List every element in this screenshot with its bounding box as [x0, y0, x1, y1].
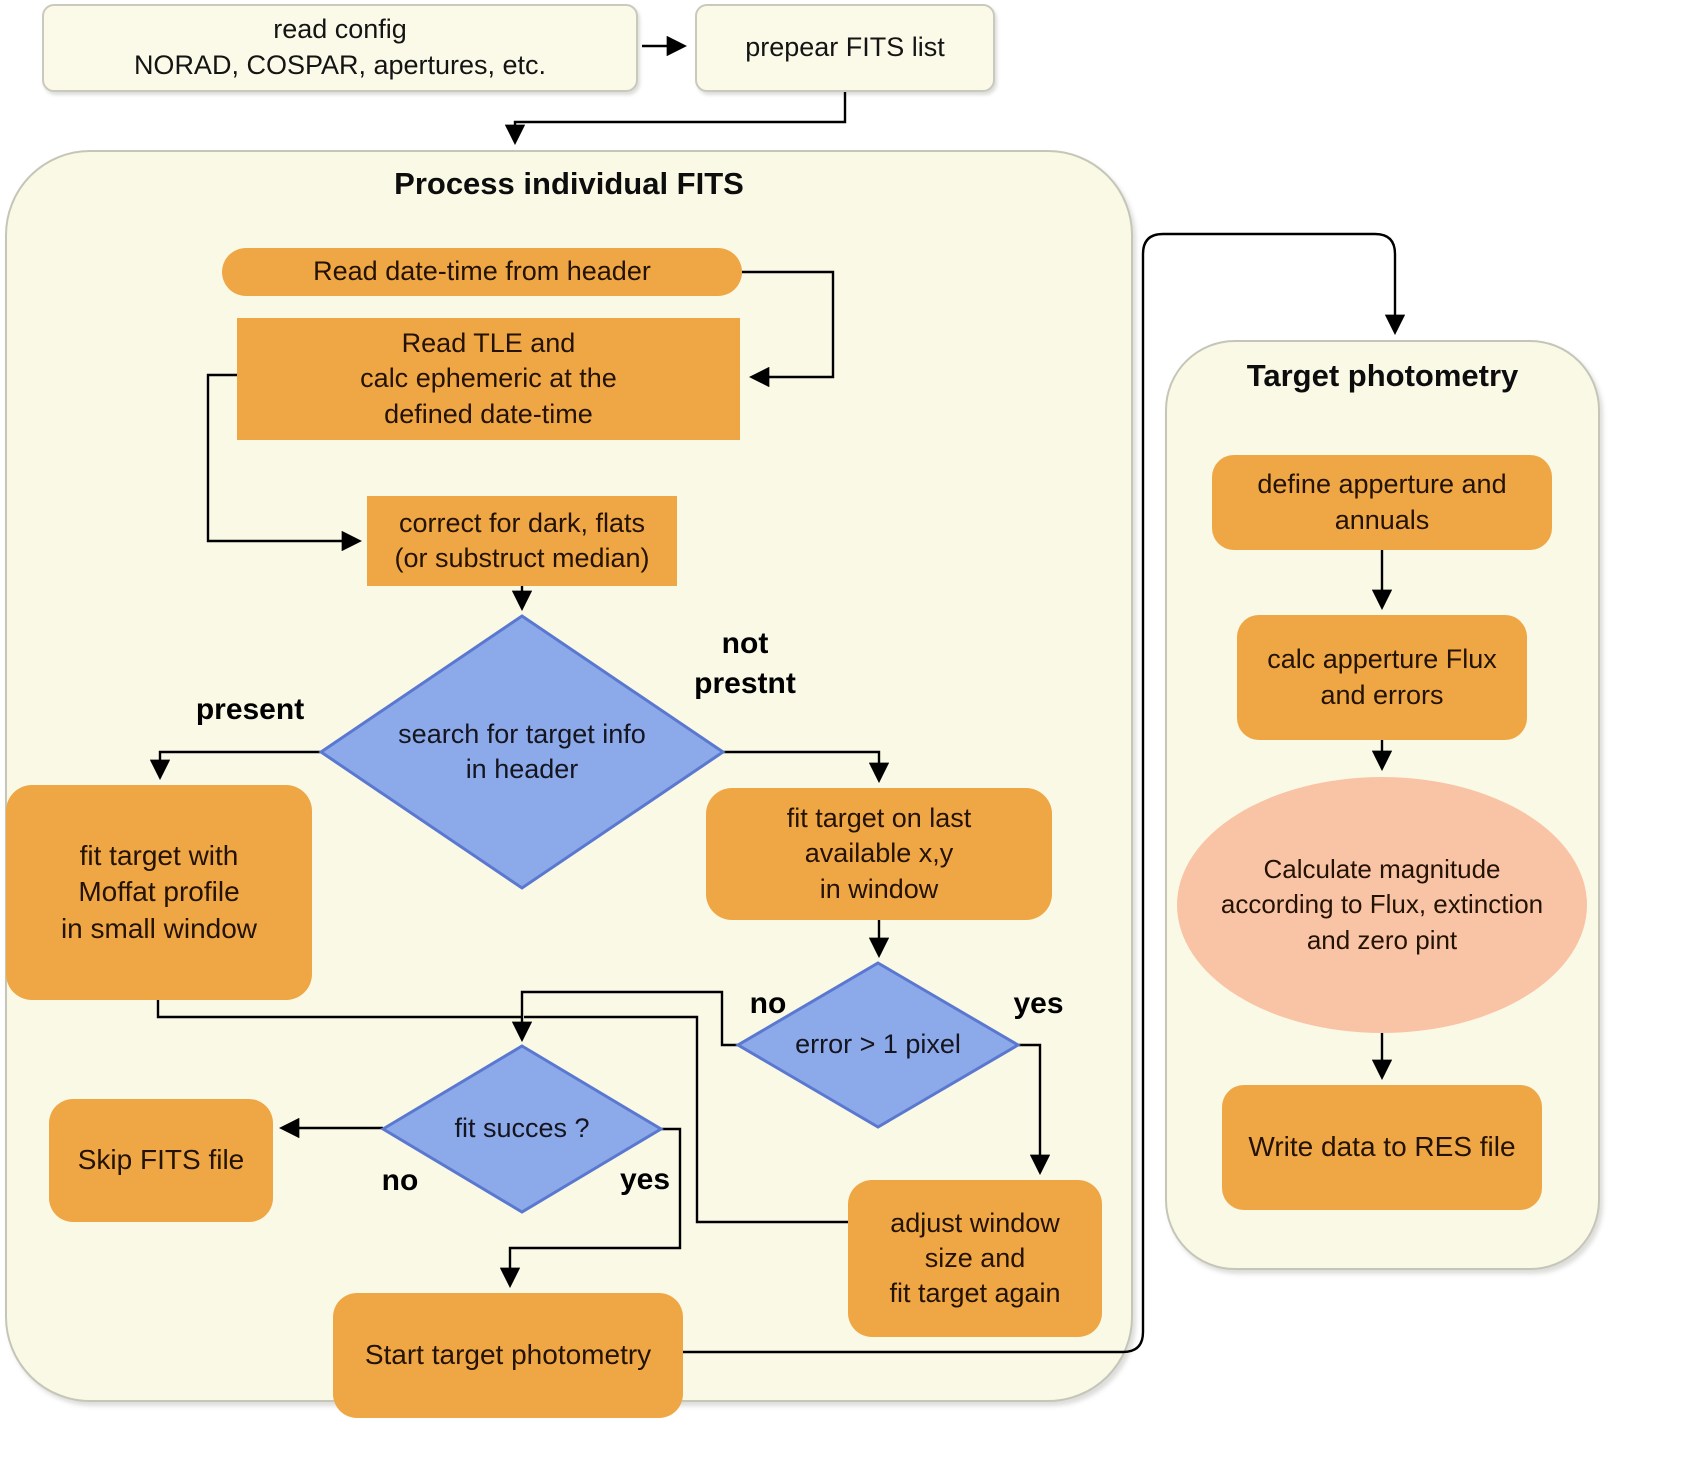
edge-fitsuccess-yes-to-start	[499, 1129, 680, 1289]
edge-preparefits-to-process-container	[504, 92, 845, 146]
skip-fits-label: Skip FITS file	[77, 1144, 245, 1176]
node-fit-last-xy: fit target on last available x,y in wind…	[706, 788, 1052, 920]
node-skip-fits: Skip FITS file	[49, 1099, 273, 1222]
define-aperture-label: define apperture and annuals	[1257, 469, 1507, 535]
search-target-decision-shape	[321, 616, 723, 888]
edge-moffat-to-fitsuccess-junction	[158, 1000, 521, 1017]
process-title-text: Process individual FITS	[394, 166, 744, 201]
edge-label-error-yes: yes	[986, 986, 1091, 1022]
photometry-title-text: Target photometry	[1246, 358, 1519, 393]
fit-success-decision-text: fit succes ?	[402, 1109, 642, 1149]
write-res-label: Write data to RES file	[1248, 1131, 1516, 1163]
node-read-config: read config NORAD, COSPAR, apertures, et…	[42, 4, 638, 92]
calc-flux-label: calc apperture Flux and errors	[1267, 644, 1497, 710]
node-fit-moffat: fit target with Moffat profile in small …	[6, 785, 312, 1000]
edge-search-present-to-moffat	[149, 752, 321, 781]
read-tle-label: Read TLE and calc ephemeric at the defin…	[360, 328, 617, 429]
edge-adjust-to-fitsuccess-junction	[524, 1017, 848, 1222]
calc-magnitude-label: Calculate magnitude according to Flux, e…	[1220, 854, 1544, 955]
edge-label-error-no: no	[718, 986, 818, 1022]
prepare-fits-label: prepear FITS list	[745, 32, 945, 63]
adjust-window-label: adjust window size and fit target again	[889, 1207, 1061, 1309]
error-pixel-label: error > 1 pixel	[795, 1029, 961, 1060]
node-prepare-fits-list: prepear FITS list	[695, 4, 995, 92]
node-write-res: Write data to RES file	[1222, 1085, 1542, 1210]
correct-dark-label: correct for dark, flats (or substruct me…	[394, 507, 650, 573]
edge-label-fit-yes: yes	[595, 1161, 695, 1199]
edge-error-yes-to-adjust	[1018, 1045, 1051, 1176]
edge-tle-to-correct	[208, 375, 363, 552]
fit-last-xy-label: fit target on last available x,y in wind…	[786, 803, 972, 904]
not-present-label-text: not prestnt	[694, 626, 796, 701]
start-photometry-label: Start target photometry	[364, 1339, 652, 1371]
photometry-container-title: Target photometry	[1165, 358, 1600, 394]
present-label-text: present	[195, 692, 305, 726]
fit-no-text: no	[381, 1163, 419, 1197]
node-start-photometry: Start target photometry	[333, 1293, 683, 1418]
edge-start-to-target-photometry	[683, 234, 1406, 1352]
edge-datetime-to-tle	[742, 272, 833, 388]
node-calc-flux: calc apperture Flux and errors	[1237, 615, 1527, 740]
node-read-datetime: Read date-time from header	[222, 248, 742, 296]
fit-success-decision-shape	[383, 1046, 661, 1212]
node-correct-dark: correct for dark, flats (or substruct me…	[367, 496, 677, 586]
error-yes-text: yes	[1013, 986, 1064, 1020]
process-container-title: Process individual FITS	[5, 166, 1133, 202]
read-datetime-label: Read date-time from header	[313, 256, 651, 287]
node-read-tle: Read TLE and calc ephemeric at the defin…	[237, 318, 740, 440]
error-pixel-decision-shape	[738, 963, 1018, 1127]
edge-label-not-present: not prestnt	[655, 622, 835, 706]
edge-label-fit-no: no	[350, 1162, 450, 1200]
error-no-text: no	[749, 986, 787, 1020]
fit-moffat-label: fit target with Moffat profile in small …	[60, 839, 258, 944]
read-config-label: read config NORAD, COSPAR, apertures, et…	[133, 14, 547, 80]
fit-yes-text: yes	[619, 1162, 671, 1196]
edge-label-present: present	[150, 690, 350, 730]
node-define-aperture: define apperture and annuals	[1212, 455, 1552, 550]
fit-success-label: fit succes ?	[454, 1113, 590, 1144]
search-target-decision-text: search for target info in header	[372, 686, 672, 818]
search-target-label: search for target info in header	[398, 718, 646, 784]
edge-search-notpresent-to-fitlast	[723, 752, 890, 784]
node-calc-magnitude-ellipse: Calculate magnitude according to Flux, e…	[1177, 777, 1587, 1033]
node-adjust-window: adjust window size and fit target again	[848, 1180, 1102, 1337]
edge-error-no-to-fitsuccess	[511, 992, 738, 1045]
error-pixel-decision-text: error > 1 pixel	[758, 1025, 998, 1065]
